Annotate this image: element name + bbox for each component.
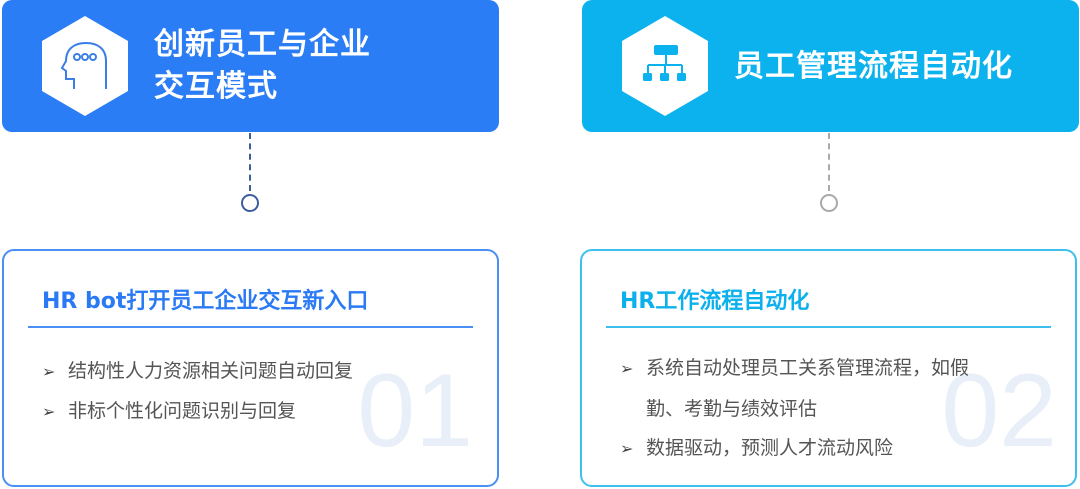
connector-dot xyxy=(241,194,259,212)
bullet-item: ➢数据驱动，预测人才流动风险 xyxy=(620,437,894,459)
bullet-item: ➢非标个性化问题识别与回复 xyxy=(42,400,297,422)
divider xyxy=(28,326,473,328)
card-title: HR bot打开员工企业交互新入口 xyxy=(42,289,369,314)
header-card-automation: 员工管理流程自动化 xyxy=(582,0,1079,132)
header-title: 创新员工与企业交互模式 xyxy=(154,27,371,104)
header-card-interaction: 创新员工与企业交互模式 xyxy=(2,0,499,132)
card-title: HR工作流程自动化 xyxy=(620,289,810,314)
connector-line xyxy=(828,133,830,191)
connector-dot xyxy=(820,194,838,212)
org-chart-icon xyxy=(622,16,708,116)
detail-card-02: 02 HR工作流程自动化 ➢系统自动处理员工关系管理流程，如假勤、考勤与绩效评估… xyxy=(580,249,1077,487)
divider xyxy=(606,326,1051,328)
bullet-item: ➢结构性人力资源相关问题自动回复 xyxy=(42,360,354,382)
detail-card-01: 01 HR bot打开员工企业交互新入口 ➢结构性人力资源相关问题自动回复 ➢非… xyxy=(2,249,499,487)
card-number: 01 xyxy=(357,353,473,469)
card-number: 02 xyxy=(941,353,1057,469)
head-thinking-icon xyxy=(42,16,128,116)
bullet-item: ➢系统自动处理员工关系管理流程，如假勤、考勤与绩效评估 xyxy=(620,357,970,420)
connector-line xyxy=(249,133,251,191)
header-title: 员工管理流程自动化 xyxy=(734,49,1013,84)
